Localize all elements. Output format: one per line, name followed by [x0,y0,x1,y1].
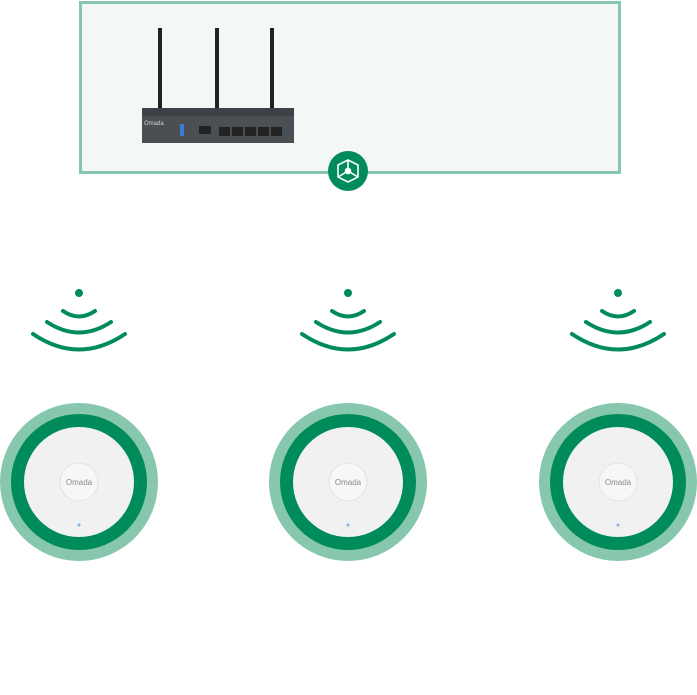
gateway-panel [79,1,621,174]
access-point[interactable]: Omada [269,403,427,561]
access-point-logo-text: Omada [605,478,632,487]
access-point[interactable]: Omada [0,403,158,561]
network-hub-icon[interactable] [328,151,368,191]
gateway-logo-text: Omada [144,121,164,127]
access-point[interactable]: Omada [539,403,697,561]
wifi-icon [570,289,666,352]
access-point-logo-text: Omada [335,478,362,487]
wifi-icon [300,289,396,352]
wifi-icon [31,289,127,352]
access-point-logo-text: Omada [66,478,93,487]
router-icon: Omada [142,28,294,143]
